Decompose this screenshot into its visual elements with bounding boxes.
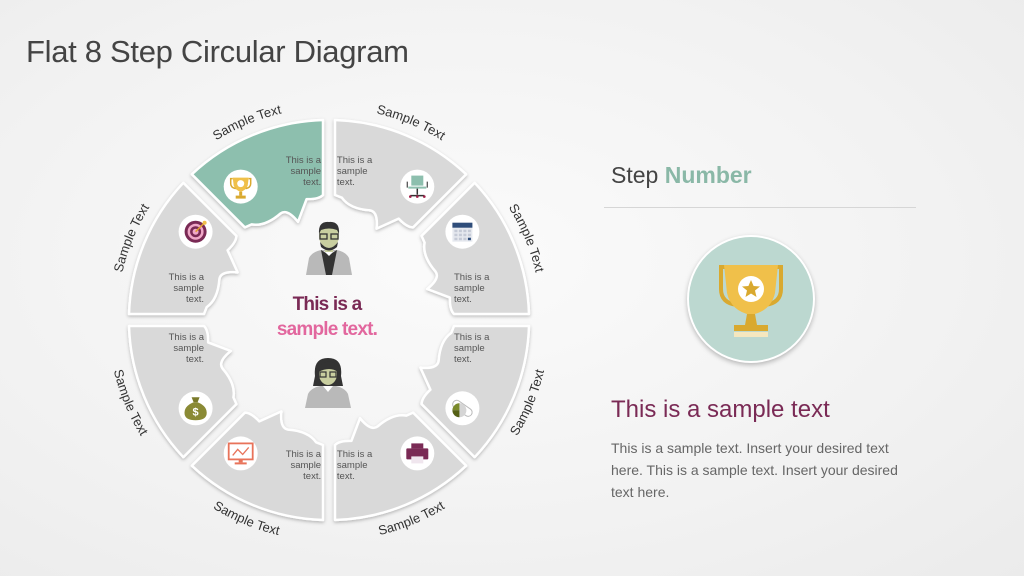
trophy-icon (223, 169, 258, 204)
segment-text-line: text. (454, 354, 472, 365)
segment-shape[interactable] (190, 410, 325, 522)
segment-text-line: text. (186, 294, 204, 305)
target-icon (178, 214, 213, 249)
center-text-line2: sample text. (277, 319, 377, 340)
segment-text-line: sample (173, 283, 204, 294)
segment-text-line: This is a (337, 155, 373, 166)
segment-text-line: text. (337, 177, 355, 188)
segment-shape[interactable] (419, 324, 531, 459)
divider (604, 207, 916, 208)
body-text: This is a sample text. Insert your desir… (611, 440, 898, 500)
segment-text-line: sample (454, 343, 485, 354)
segment-text-line: sample (173, 343, 204, 354)
man-avatar-icon (306, 221, 352, 275)
segment-text-line: This is a (286, 155, 322, 166)
segment-text-line: This is a (286, 449, 322, 460)
segment-text-line: sample (454, 283, 485, 294)
segment-shape[interactable] (333, 411, 468, 522)
segment-text-line: sample (337, 460, 368, 471)
step-badge (687, 235, 815, 363)
segment-shape[interactable] (127, 324, 238, 459)
sub-heading: This is a sample text (611, 396, 830, 423)
segment-text-line: This is a (169, 272, 205, 283)
segment-text-line: text. (303, 177, 321, 188)
segment-text-line: This is a (454, 272, 490, 283)
segment-shape[interactable] (333, 118, 468, 230)
segment-text-line: text. (186, 354, 204, 365)
diagram-center: This is a sample text. (277, 221, 378, 408)
segment-text-line: text. (303, 471, 321, 482)
step-heading: Step Number (611, 162, 752, 189)
pills-icon (445, 391, 480, 426)
slide-title: Flat 8 Step Circular Diagram (26, 34, 409, 69)
segment-text-line: text. (337, 471, 355, 482)
center-text-line1: This is a (293, 294, 363, 315)
segment-text-line: This is a (337, 449, 373, 460)
segment-shape[interactable] (190, 118, 325, 229)
segment-text-line: sample (337, 166, 368, 177)
segment-shape[interactable] (420, 181, 531, 316)
calendar-icon (445, 214, 480, 249)
segment-text-line: sample (290, 166, 321, 177)
monitor-chart-icon (223, 436, 258, 471)
printer-icon (400, 436, 435, 471)
step-heading-plain: Step (611, 162, 659, 188)
step-heading-accent: Number (664, 162, 752, 188)
segment-text-line: text. (454, 294, 472, 305)
svg-text:$: $ (193, 406, 199, 418)
segment-text-line: This is a (169, 332, 205, 343)
segment-shape[interactable] (127, 181, 239, 316)
segment-text-line: sample (290, 460, 321, 471)
money-bag-icon: $ (178, 391, 213, 426)
trophy-icon (719, 265, 783, 337)
office-chair-icon (400, 169, 435, 204)
woman-avatar-icon (305, 358, 351, 408)
segment-text-line: This is a (454, 332, 490, 343)
